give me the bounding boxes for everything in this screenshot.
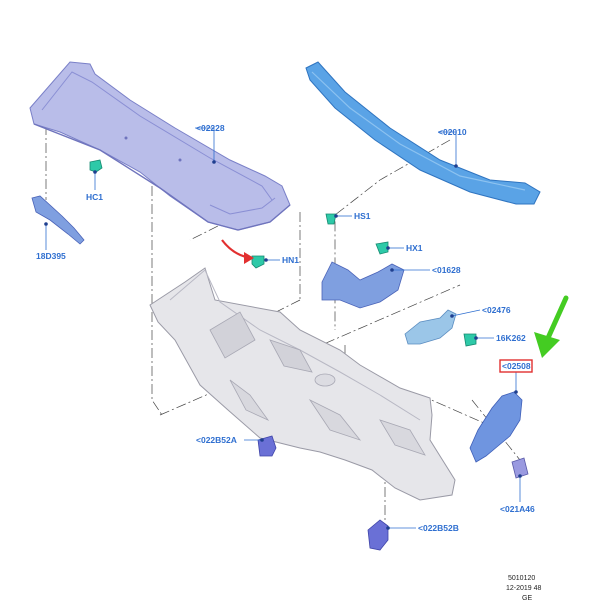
footer-region: GE <box>522 595 532 602</box>
cowl-panel-part <box>29 61 291 231</box>
label-hs1[interactable]: HS1 <box>354 211 371 221</box>
block-022b52b-part <box>367 519 389 551</box>
seal-strip-part <box>305 61 541 205</box>
label-02010[interactable]: <02010 <box>438 127 467 137</box>
clip-16k262-part <box>463 333 477 347</box>
block-021a46-part <box>511 457 529 479</box>
clip-hs1-part <box>325 213 337 225</box>
footer-code: 5010120 <box>508 575 535 582</box>
green-arrow-icon <box>534 295 569 358</box>
label-hx1[interactable]: HX1 <box>406 243 423 253</box>
clip-hx1-part <box>375 241 389 255</box>
label-02228[interactable]: <02228 <box>196 123 225 133</box>
label-022b52b[interactable]: <022B52B <box>418 523 459 533</box>
label-02508[interactable]: <02508 <box>502 361 531 371</box>
bracket-18d395-part <box>31 195 85 245</box>
highlight-box <box>499 359 533 373</box>
label-16k262[interactable]: 16K262 <box>496 333 526 343</box>
label-021a46[interactable]: <021A46 <box>500 504 535 514</box>
red-arrow-icon <box>221 239 254 264</box>
label-hn1[interactable]: HN1 <box>282 255 299 265</box>
clip-hn1-part <box>251 255 265 269</box>
dash-panel-part <box>149 267 456 501</box>
bracket-02508-part <box>469 391 523 463</box>
label-022b52a[interactable]: <022B52A <box>196 435 237 445</box>
label-18d395[interactable]: 18D395 <box>36 251 66 261</box>
footer-date: 12-2019 48 <box>506 585 542 592</box>
bracket-02476-part <box>404 309 457 345</box>
label-02476[interactable]: <02476 <box>482 305 511 315</box>
diagram-footer: 5010120 12-2019 48 GE <box>506 575 542 602</box>
label-01628[interactable]: <01628 <box>432 265 461 275</box>
clip-hc1-part <box>89 159 103 173</box>
label-hc1[interactable]: HC1 <box>86 192 103 202</box>
callout-leaders <box>44 127 522 530</box>
